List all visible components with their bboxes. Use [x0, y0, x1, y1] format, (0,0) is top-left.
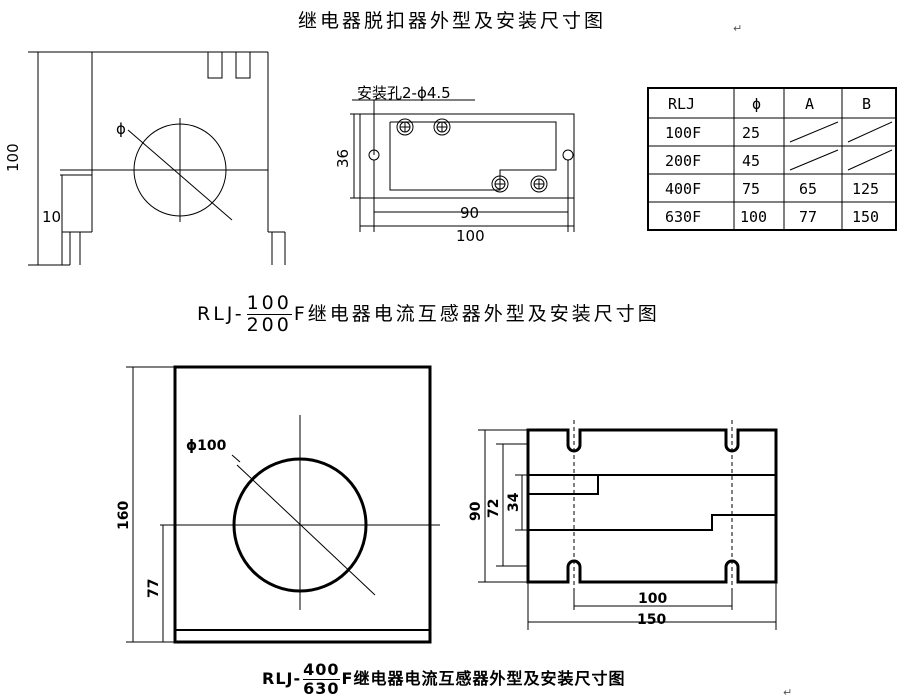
return-mark-bottom: ↵ — [783, 686, 793, 699]
table-header-a: A — [805, 95, 814, 113]
table-cell: 200F — [665, 152, 701, 170]
table-header-phi: ϕ — [752, 95, 761, 113]
title-ct-large-den: 630 — [303, 679, 340, 698]
d2-dim-height: 36 — [334, 149, 352, 168]
table-header-rlj: RLJ — [668, 95, 695, 113]
title-ct-small-suffix: F继电器电流互感器外型及安装尺寸图 — [293, 303, 660, 325]
title-ct-large-prefix: RLJ- — [262, 669, 302, 688]
d3-dim-lower: 77 — [146, 579, 162, 598]
d4-dim-34: 34 — [506, 492, 522, 512]
d2-mount-hole-label: 安装孔2-ϕ4.5 — [357, 84, 451, 102]
table-cell: 77 — [799, 208, 817, 226]
drawing-relay-front — [28, 51, 286, 266]
d1-dim-base: 10 — [42, 208, 61, 226]
table-cell: 150 — [852, 208, 879, 226]
table-cell: 630F — [665, 208, 701, 226]
table-cell: 400F — [665, 180, 701, 198]
return-mark: ↵ — [733, 22, 743, 35]
d4-dim-outer: 150 — [637, 612, 666, 628]
table-cell: 45 — [742, 152, 760, 170]
d4-dim-inner: 100 — [638, 591, 667, 607]
table-cell: 100 — [740, 208, 767, 226]
table-cell: 65 — [799, 180, 817, 198]
d4-dim-72: 72 — [486, 499, 502, 518]
d2-dim-inner: 90 — [460, 204, 479, 222]
title-ct-large-suffix: F继电器电流互感器外型及安装尺寸图 — [341, 669, 626, 688]
table-cell: 75 — [742, 180, 760, 198]
title-ct-small-prefix: RLJ- — [197, 303, 245, 325]
table-cell: 100F — [665, 124, 701, 142]
table-header-b: B — [862, 95, 871, 113]
drawing-ct-side — [478, 420, 778, 630]
d1-phi: ϕ — [116, 120, 126, 138]
drawing-ct-front — [126, 365, 440, 644]
table-cell: 25 — [742, 124, 760, 142]
title-ct-small-den: 200 — [246, 314, 292, 336]
d3-dim-height: 160 — [116, 501, 132, 530]
title-ct-large-num: 400 — [303, 660, 340, 679]
table-cell: 125 — [852, 180, 879, 198]
d2-dim-outer: 100 — [456, 227, 485, 245]
title-relay-trip: 继电器脱扣器外型及安装尺寸图 — [298, 10, 607, 32]
title-ct-small-num: 100 — [246, 292, 292, 314]
d4-dim-90: 90 — [468, 501, 484, 521]
spec-table — [647, 87, 897, 231]
drawing-relay-mount — [350, 99, 575, 232]
d1-dim-height: 100 — [4, 143, 22, 172]
d3-phi-label: ϕ100 — [186, 438, 227, 454]
